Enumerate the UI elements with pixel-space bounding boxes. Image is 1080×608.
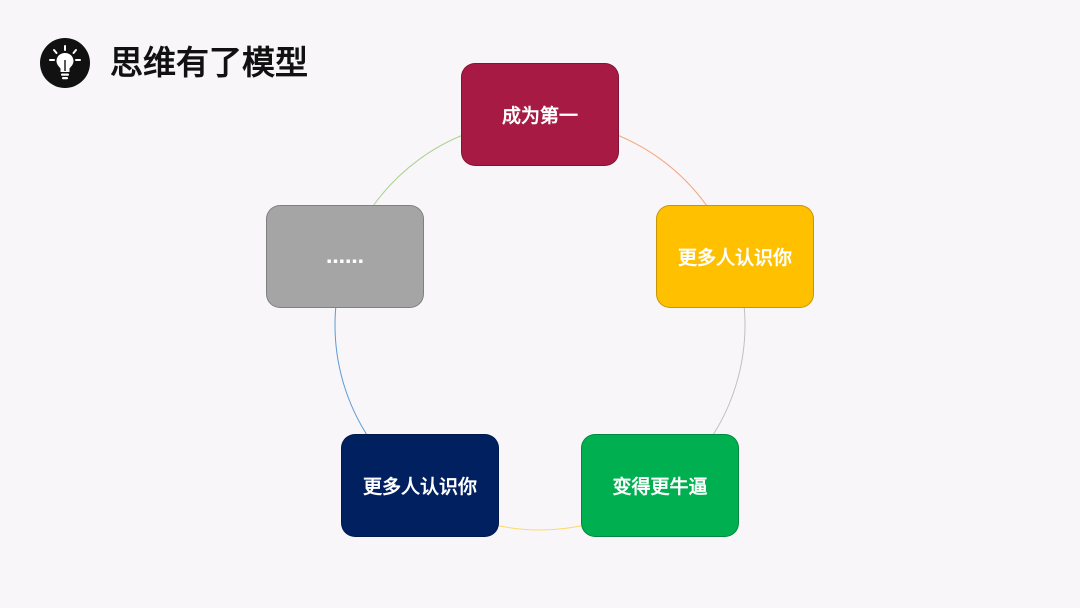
cycle-node-label: 变得更牛逼 [612, 476, 708, 498]
cycle-node: …… [266, 205, 424, 308]
page-title: 思维有了模型 [110, 43, 308, 82]
cycle-node-label: 成为第一 [501, 105, 578, 127]
cycle-node-label: 更多人认识你 [362, 476, 477, 498]
cycle-node: 成为第一 [461, 63, 619, 166]
cycle-node: 变得更牛逼 [581, 434, 739, 537]
lightbulb-icon [40, 38, 90, 88]
cycle-node-label: …… [326, 245, 364, 268]
cycle-node-label: 更多人认识你 [677, 247, 792, 269]
cycle-node: 更多人认识你 [656, 205, 814, 308]
cycle-node: 更多人认识你 [341, 434, 499, 537]
